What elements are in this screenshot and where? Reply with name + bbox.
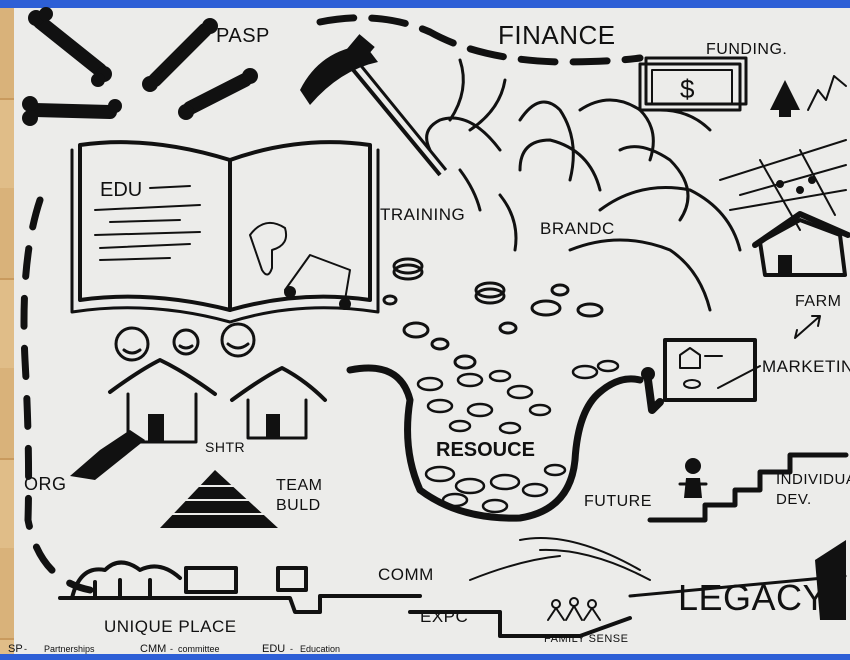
tree-roots-sketch bbox=[425, 58, 742, 312]
faces-icon bbox=[114, 322, 256, 362]
shelter-houses-icon bbox=[108, 358, 327, 444]
label-org: ORG bbox=[24, 474, 67, 494]
legend-abbr-1: CMM bbox=[140, 643, 166, 655]
legend-meaning-2: Education bbox=[300, 644, 340, 654]
open-book-icon: EDU bbox=[70, 140, 380, 324]
dashed-path-top bbox=[20, 14, 644, 594]
label-unique-place: UNIQUE PLACE bbox=[104, 617, 237, 636]
arrow-farm-marketing bbox=[794, 315, 821, 339]
arrow-up-icon bbox=[770, 75, 847, 117]
label-team: TEAM bbox=[276, 477, 322, 494]
wave-lines bbox=[469, 537, 651, 581]
unique-place-skyline bbox=[58, 560, 422, 614]
legend: SP - Partnerships CMM - committee EDU - … bbox=[8, 643, 340, 655]
label-build: BULD bbox=[276, 497, 321, 514]
label-expc: EXPC bbox=[420, 607, 468, 626]
coins-scatter bbox=[382, 257, 604, 370]
family-figures-icon bbox=[547, 597, 601, 621]
legend-meaning-0: Partnerships bbox=[44, 644, 95, 654]
label-edu: EDU bbox=[100, 179, 142, 201]
label-marketing: MARKETIN bbox=[762, 357, 850, 376]
label-dev: DEV. bbox=[776, 491, 812, 508]
label-legacy: LEGACY bbox=[678, 577, 827, 618]
label-funding: FUNDING. bbox=[706, 41, 787, 58]
legend-meaning-1: committee bbox=[178, 644, 220, 654]
money-stack-icon: $ bbox=[638, 56, 748, 112]
label-individual: INDIVIDUA bbox=[776, 471, 850, 488]
label-resource: RESOUCE bbox=[436, 439, 535, 461]
label-finance: FINANCE bbox=[498, 20, 616, 50]
hammer-icon bbox=[300, 34, 448, 177]
svg-text:$: $ bbox=[680, 74, 695, 104]
ground-line bbox=[408, 610, 632, 638]
stairs-person-icon bbox=[647, 452, 849, 523]
svg-text:-: - bbox=[24, 644, 27, 654]
bones-icon bbox=[22, 7, 258, 126]
label-farm: FARM bbox=[795, 293, 841, 310]
svg-text:-: - bbox=[170, 644, 173, 654]
label-comm: COMM bbox=[378, 565, 434, 584]
label-brandc: BRANDC bbox=[540, 219, 615, 238]
pointer-marketing bbox=[717, 365, 761, 389]
legacy-block: LEGACY bbox=[628, 540, 847, 620]
label-shtr: SHTR bbox=[205, 439, 245, 455]
wood-background bbox=[0, 8, 18, 654]
frame-top-bar bbox=[0, 0, 850, 8]
farm-field-sketch bbox=[719, 139, 847, 231]
team-pyramid-icon bbox=[160, 470, 278, 528]
org-handshake-icon bbox=[70, 430, 145, 480]
paper-sheet bbox=[14, 8, 850, 654]
label-family-sense: FAMILY SENSE bbox=[544, 633, 628, 645]
label-future: FUTURE bbox=[584, 493, 652, 510]
svg-text:-: - bbox=[290, 644, 293, 654]
marketing-board-icon bbox=[641, 338, 757, 414]
legend-abbr-0: SP bbox=[8, 643, 23, 655]
label-pasp: PASP bbox=[216, 25, 270, 47]
frame-bottom-bar bbox=[0, 654, 850, 660]
label-training: TRAINING bbox=[380, 205, 465, 224]
legend-abbr-2: EDU bbox=[262, 643, 285, 655]
farm-house-icon bbox=[752, 211, 850, 277]
resource-jar-icon: RESOUCE bbox=[346, 359, 644, 522]
